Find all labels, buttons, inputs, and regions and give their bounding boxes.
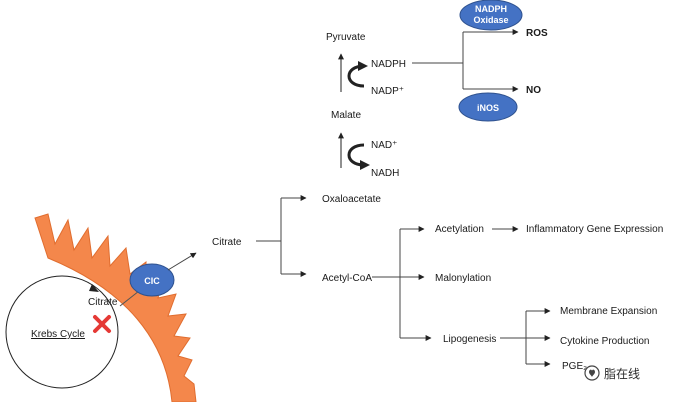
lipogenesis-branch xyxy=(500,308,551,367)
nadh-label: NADH xyxy=(371,168,399,179)
nadp-label: NADP⁺ xyxy=(371,86,404,97)
nad-reaction-arrows xyxy=(338,132,370,170)
malonylation-label: Malonylation xyxy=(435,273,491,284)
krebs-cycle-label: Krebs Cycle xyxy=(31,329,85,340)
inflammatory-label: Inflammatory Gene Expression xyxy=(526,224,663,235)
mitochondrion-membrane xyxy=(34,213,197,402)
inos-label: iNOS xyxy=(477,103,499,113)
citrate-mito-label: Citrate xyxy=(88,297,118,308)
cytokine-label: Cytokine Production xyxy=(560,336,650,347)
citrate-branch xyxy=(256,195,307,277)
malate-label: Malate xyxy=(331,110,361,121)
cic-transporter xyxy=(129,263,175,297)
acetyl-coa-label: Acetyl-CoA xyxy=(322,273,372,284)
nadph-reaction-arrows xyxy=(338,53,368,92)
inhibit-x-icon xyxy=(93,315,111,333)
cic-label: CIC xyxy=(144,276,160,286)
nadph-branch xyxy=(412,29,519,92)
acetylation-label: Acetylation xyxy=(435,224,484,235)
watermark-text: 脂在线 xyxy=(604,366,640,381)
oxaloacetate-label: Oxaloacetate xyxy=(322,194,381,205)
nad-label: NAD⁺ xyxy=(371,140,397,151)
nadph-label: NADPH xyxy=(371,59,406,70)
krebs-cycle-circle xyxy=(5,275,119,389)
mitochondrion xyxy=(34,213,197,402)
nadph-oxidase-label-1: NADPH xyxy=(475,4,507,14)
watermark: 脂在线 xyxy=(584,365,640,381)
pge-label: PGE₂ xyxy=(562,361,587,372)
cic-to-citrate-arrow xyxy=(167,252,197,271)
acetyl-coa-branch xyxy=(372,226,432,341)
inos-enzyme xyxy=(458,92,518,122)
citrate-cyto-label: Citrate xyxy=(212,237,242,248)
pyruvate-label: Pyruvate xyxy=(326,32,366,43)
lipogenesis-label: Lipogenesis xyxy=(443,334,496,345)
no-label: NO xyxy=(526,85,541,96)
krebs-cycle: Krebs Cycle xyxy=(5,275,119,389)
ros-label: ROS xyxy=(526,28,548,39)
citrate-to-cic-line xyxy=(119,290,140,307)
nadph-oxidase-enzyme xyxy=(459,0,523,31)
heart-bubble-icon xyxy=(584,365,600,381)
krebs-cycle-arrowhead xyxy=(89,284,99,292)
membrane-label: Membrane Expansion xyxy=(560,306,657,317)
nadph-oxidase-label-2: Oxidase xyxy=(473,15,508,25)
